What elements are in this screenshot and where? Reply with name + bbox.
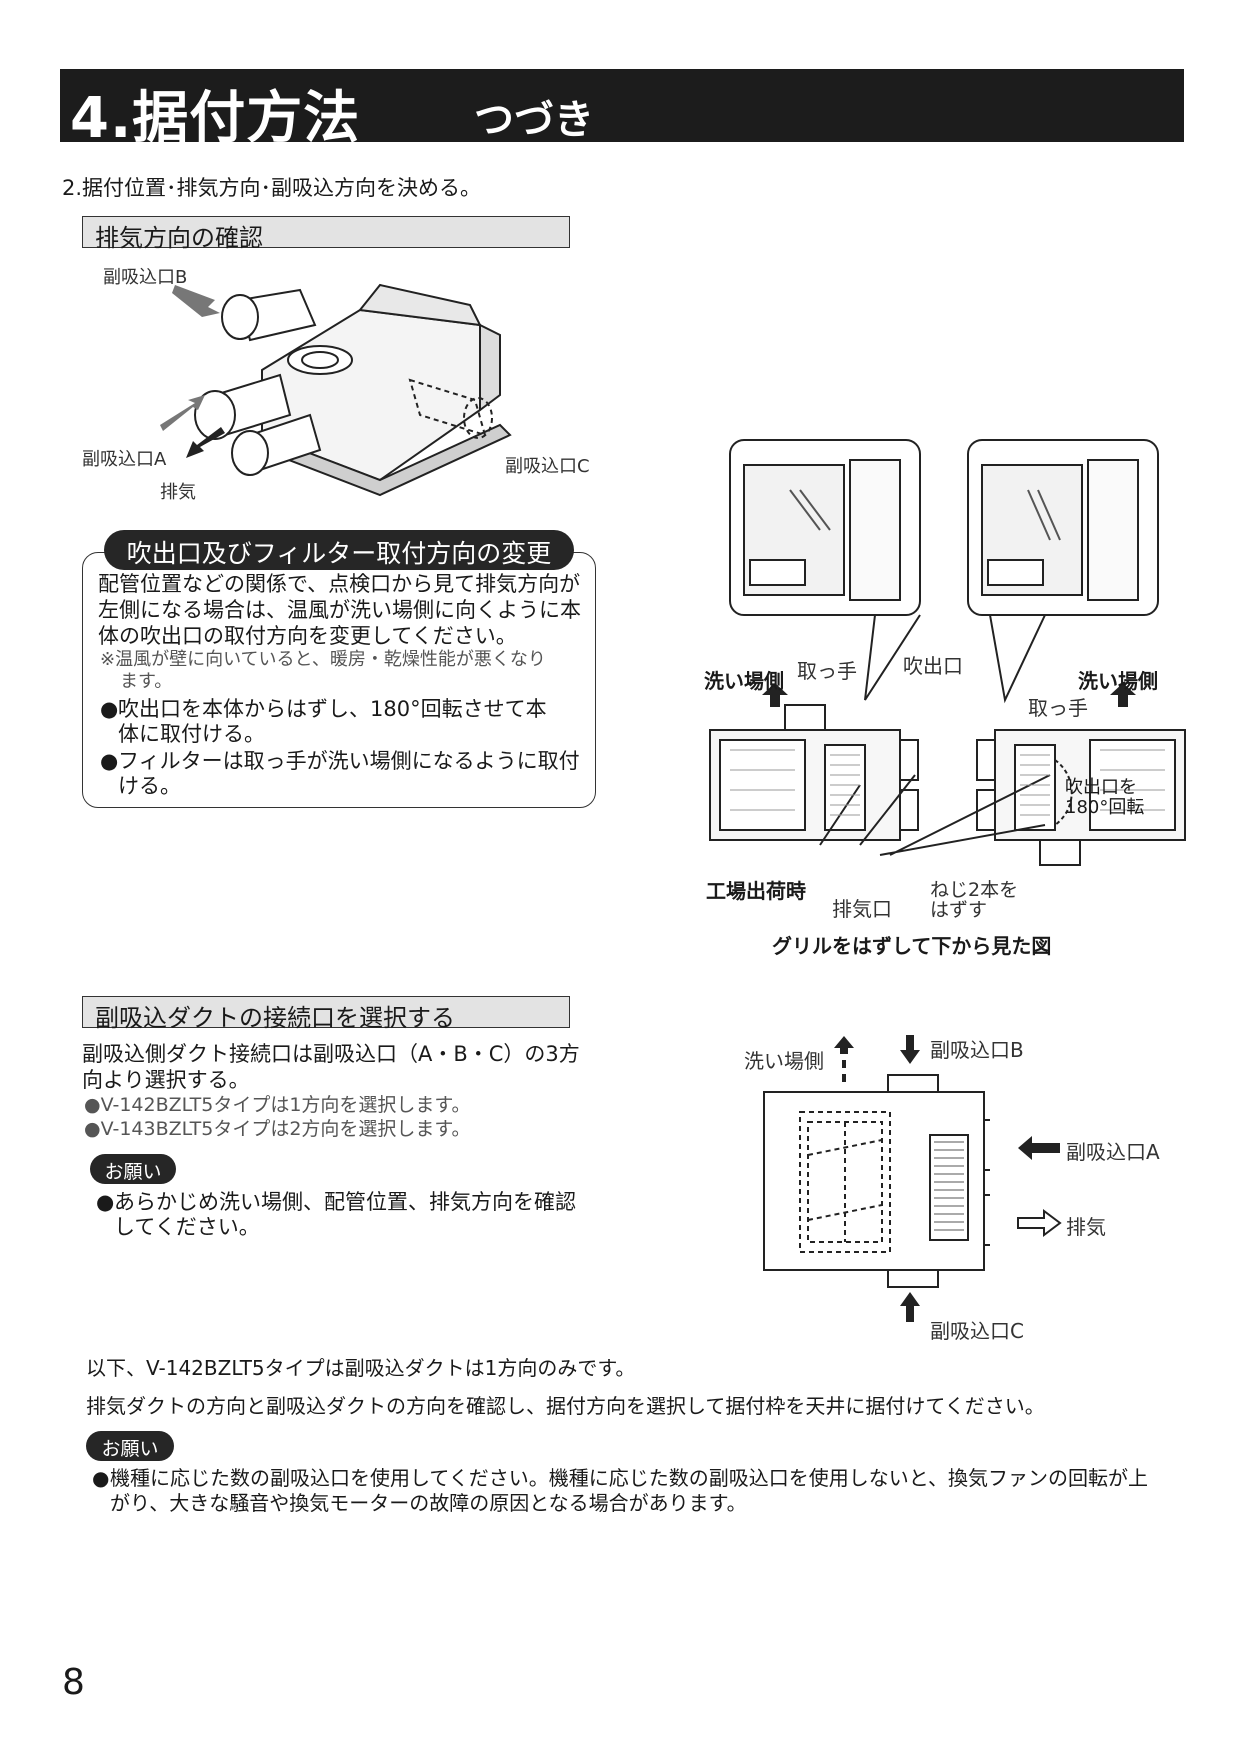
footer-note-1: 以下、V-142BZLT5タイプは副吸込ダクトは1方向のみです。	[86, 1356, 636, 1380]
port-b-label: 副吸込口B	[103, 267, 188, 288]
list-item: ●V-142BZLT5タイプは1方向を選択します。	[84, 1094, 471, 1116]
duct-port-intro: 副吸込側ダクト接続口は副吸込口（A・B・C）の3方 向より選択する。	[82, 1042, 580, 1092]
outlet-change-title: 吹出口及びフィルター取付方向の変更	[104, 530, 574, 570]
list-item: ●フィルターは取っ手が洗い場側になるように取付ける。	[100, 749, 580, 798]
handle-left-label: 取っ手	[797, 659, 857, 683]
section-title-bar: 4.据付方法 つづき	[60, 69, 1184, 151]
request-badge-2: お願い	[86, 1431, 174, 1461]
duct-exhaust-label: 排気	[1066, 1215, 1106, 1239]
unit-isometric-figure	[160, 283, 512, 497]
duct-port-b-label: 副吸込口B	[930, 1038, 1024, 1062]
duct-port-a-label: 副吸込口A	[1066, 1140, 1160, 1164]
step-heading: 2.据付位置･排気方向･副吸込方向を決める。	[62, 176, 482, 200]
port-c-label: 副吸込口C	[505, 456, 590, 477]
outlet-label: 吹出口	[903, 654, 963, 678]
section-title: 4.据付方法	[70, 86, 361, 151]
request-list-2: ●機種に応じた数の副吸込口を使用してください。機種に応じた数の副吸込口を使用しな…	[92, 1466, 1192, 1516]
exhaust-arrow-icon	[1017, 1209, 1062, 1237]
exhaust-port-label: 排気口	[832, 897, 892, 921]
handle-right-label: 取っ手	[1028, 696, 1088, 720]
list-item: ●機種に応じた数の副吸込口を使用してください。機種に応じた数の副吸込口を使用しな…	[92, 1466, 1148, 1515]
list-item: ●吹出口を本体からはずし、180°回転させて本体に取付ける。	[100, 697, 547, 746]
port-a-arrow-icon	[1018, 1136, 1060, 1160]
screws-label: ねじ2本を はずす	[930, 879, 1019, 921]
request-list: ●あらかじめ洗い場側、配管位置、排気方向を確認してください。	[96, 1190, 596, 1240]
footer-note-2: 排気ダクトの方向と副吸込ダクトの方向を確認し、据付方向を選択して据付枠を天井に据…	[86, 1394, 1045, 1418]
port-a-label: 副吸込口A	[82, 449, 167, 470]
duct-port-c-label: 副吸込口C	[930, 1319, 1024, 1343]
grille-bottom-view-figure	[709, 439, 1186, 866]
duct-port-figure	[763, 1035, 990, 1322]
outlet-change-bullets: ●吹出口を本体からはずし、180°回転させて本体に取付ける。 ●フィルターは取っ…	[100, 697, 590, 799]
grille-figure-caption: グリルをはずして下から見た図	[772, 934, 1052, 958]
rotate-label: 吹出口を 180°回転	[1065, 777, 1145, 818]
type-list: ●V-142BZLT5タイプは1方向を選択します。 ●V-143BZLT5タイプ…	[84, 1093, 471, 1141]
list-item: ●あらかじめ洗い場側、配管位置、排気方向を確認してください。	[96, 1190, 576, 1239]
factory-label: 工場出荷時	[706, 879, 806, 903]
list-item: ●V-143BZLT5タイプは2方向を選択します。	[84, 1118, 471, 1140]
exhaust-label: 排気	[160, 482, 196, 503]
wash-side-right-label: 洗い場側	[1078, 669, 1158, 693]
section-subtitle: つづき	[474, 97, 594, 143]
outlet-change-body: 配管位置などの関係で、点検口から見て排気方向が 左側になる場合は、温風が洗い場側…	[98, 572, 581, 648]
duct-port-heading: 副吸込ダクトの接続口を選択する	[82, 996, 570, 1032]
wash-side-left-label: 洗い場側	[704, 669, 784, 693]
request-badge: お願い	[90, 1154, 176, 1184]
exhaust-direction-heading: 排気方向の確認	[82, 216, 570, 252]
duct-wash-side-label: 洗い場側	[744, 1049, 824, 1073]
page-number: 8	[62, 1662, 85, 1703]
outlet-change-note: ※温風が壁に向いていると、暖房・乾燥性能が悪くなり ます。	[100, 649, 546, 692]
